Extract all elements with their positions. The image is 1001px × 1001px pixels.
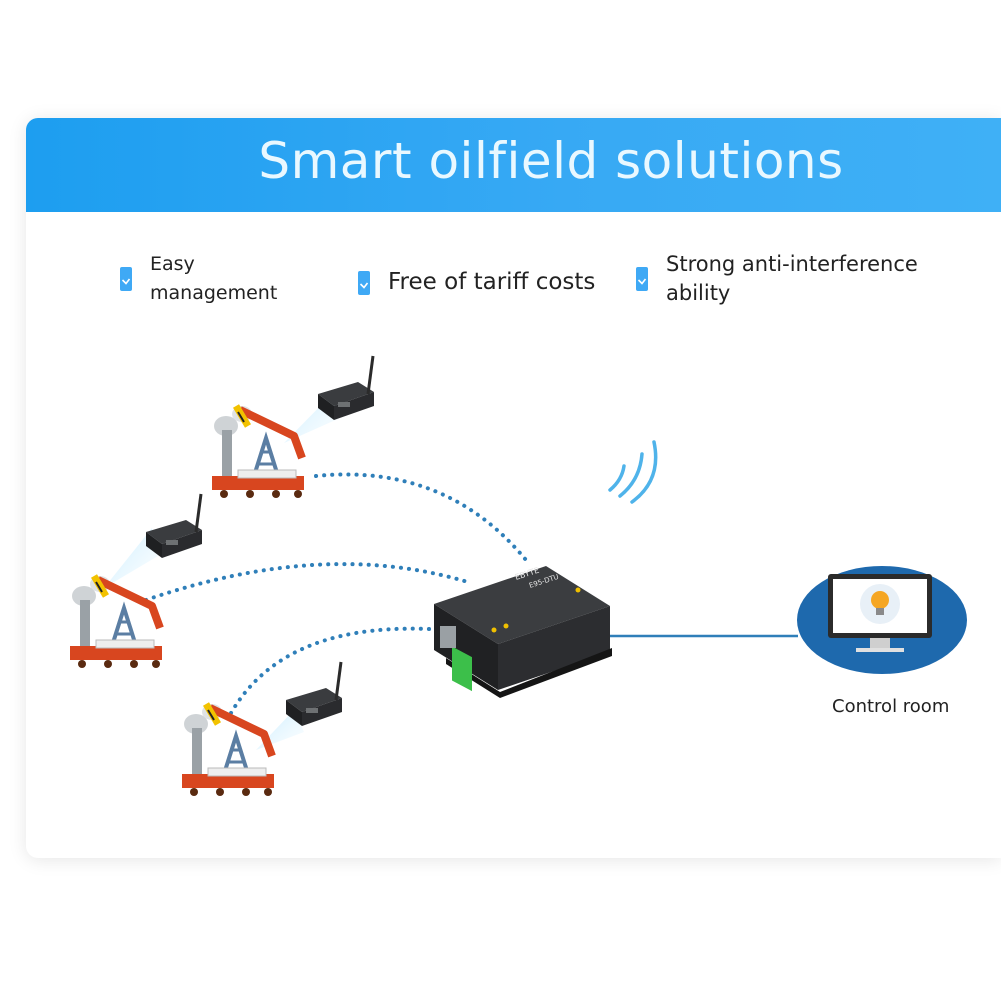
lightbulb-icon xyxy=(860,584,900,624)
checkbox-icon xyxy=(636,267,648,291)
radio-module-icon xyxy=(316,354,376,422)
feature-free-of-tariff: Free of tariff costs xyxy=(358,268,595,297)
feature-label: Strong anti-interference ability xyxy=(666,252,918,305)
dtu-gateway-device: EBYTE E95-DTU xyxy=(434,566,612,698)
control-room-node xyxy=(797,566,967,674)
radio-module-icon xyxy=(144,492,204,560)
feature-anti-interference: Strong anti-interference ability xyxy=(636,250,936,308)
wifi-signal-icon xyxy=(608,440,658,504)
control-room-label: Control room xyxy=(832,696,950,717)
checkbox-icon xyxy=(120,267,132,291)
header-banner: Smart oilfield solutions xyxy=(26,118,1001,212)
solution-card: Smart oilfield solutions Easy management… xyxy=(26,118,1001,858)
page-title: Smart oilfield solutions xyxy=(258,132,844,190)
checkbox-icon xyxy=(358,270,370,295)
feature-easy-management: Easy management xyxy=(120,250,290,308)
oil-well-site-3 xyxy=(182,660,344,796)
network-diagram: EBYTE E95-DTU xyxy=(26,354,967,858)
feature-label: Free of tariff costs xyxy=(388,269,596,295)
radio-module-icon xyxy=(284,660,344,728)
oil-well-site-2 xyxy=(70,492,204,668)
oil-well-site-1 xyxy=(212,354,376,498)
wireless-link-top xyxy=(314,472,528,562)
feature-label: Easy management xyxy=(150,253,278,304)
wireless-link-middle xyxy=(144,562,473,602)
